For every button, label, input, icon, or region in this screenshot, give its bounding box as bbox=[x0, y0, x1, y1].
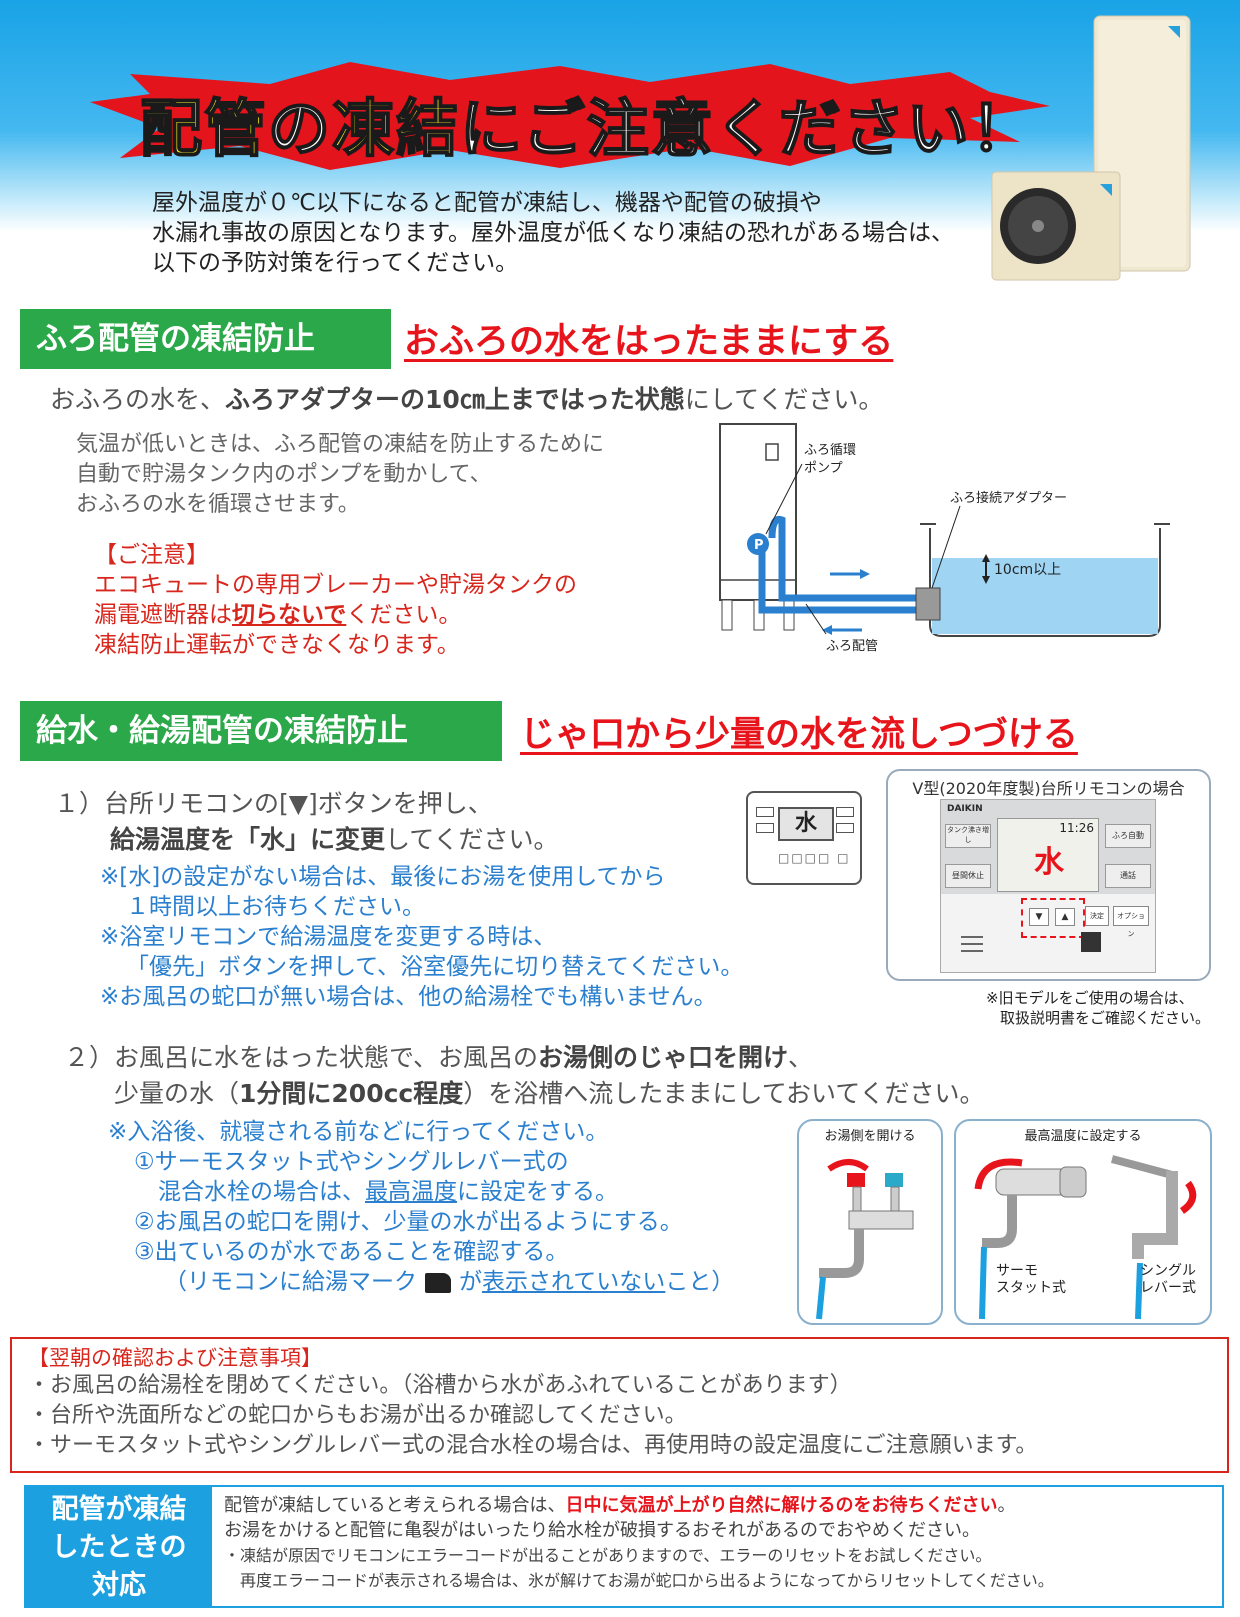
brand-logo-icon bbox=[1168, 26, 1180, 38]
desc-line: 気温が低いときは、ふろ配管の凍結を防止するために bbox=[76, 432, 605, 457]
highlight-frame bbox=[1021, 898, 1085, 938]
remote-button: 昼間休止 bbox=[945, 864, 991, 888]
frozen-line: お湯をかけると配管に亀裂がはいったり給水栓が破損するおそれがあるのでおやめくださ… bbox=[224, 1520, 980, 1541]
remote-panel-title: V型(2020年度製)台所リモコンの場合 bbox=[912, 779, 1185, 798]
menu-icon bbox=[961, 932, 983, 954]
note-line: ③出ているのが水であることを確認する。 bbox=[134, 1239, 569, 1265]
faucet-panel-title: 最高温度に設定する bbox=[1024, 1129, 1142, 1144]
bath-section-tagline: おふろの水をはったままにする bbox=[404, 322, 894, 362]
faucet-panel-open-hot: お湯側を開ける bbox=[797, 1119, 943, 1325]
step1-notes: ※[水]の設定がない場合は、最後にお湯を使用してから １時間以上お待ちください。… bbox=[100, 862, 743, 1012]
morning-check-box: 【翌朝の確認および注意事項】 ・お風呂の給湯栓を閉めてください。（浴槽から水があ… bbox=[10, 1337, 1229, 1473]
note-line: 取扱説明書をご確認ください。 bbox=[1000, 1009, 1211, 1027]
pump-label: ポンプ bbox=[804, 461, 843, 476]
note-line: ※旧モデルをご使用の場合は、 bbox=[986, 989, 1194, 1007]
morning-check-title: 【翌朝の確認および注意事項】 bbox=[28, 1346, 322, 1370]
pump-icon bbox=[747, 533, 769, 555]
morning-check-item: ・台所や洗面所などの蛇口からもお湯が出るか確認してください。 bbox=[28, 1403, 687, 1428]
remote-button: 通話 bbox=[1105, 864, 1151, 888]
note-line: １時間以上お待ちください。 bbox=[126, 894, 425, 920]
note-line: 「優先」ボタンを押して、浴室優先に切り替えてください。 bbox=[126, 954, 744, 980]
step1-text: １）台所リモコンの[▼]ボタンを押し、 給湯温度を「水」に変更してください。 bbox=[54, 786, 559, 858]
bath-caution: 【ご注意】 エコキュートの専用ブレーカーや貯湯タンクの 漏電遮断器は切らないでく… bbox=[94, 540, 577, 660]
remote-button: オプション bbox=[1113, 906, 1149, 938]
old-model-note: ※旧モデルをご使用の場合は、 取扱説明書をご確認ください。 bbox=[986, 988, 1210, 1028]
frozen-line: ・凍結が原因でリモコンにエラーコードが出ることがありますので、エラーのリセットを… bbox=[224, 1546, 992, 1565]
title-burst-shape bbox=[90, 62, 1050, 170]
caution-title: 【ご注意】 bbox=[94, 542, 209, 568]
note-line: ②お風呂の蛇口を開け、少量の水が出るようにする。 bbox=[134, 1209, 683, 1235]
down-arrow-icon: ▼ bbox=[1029, 908, 1049, 926]
intro-text: 屋外温度が０℃以下になると配管が凍結し、機器や配管の破損や 水漏れ事故の原因とな… bbox=[152, 188, 1022, 278]
arrow-left-icon bbox=[822, 625, 832, 635]
intro-line: 以下の予防対策を行ってください。 bbox=[152, 250, 519, 276]
morning-check-item: ・サーモスタット式やシングルレバー式の混合水栓の場合は、再使用時の設定温度にご注… bbox=[28, 1433, 1038, 1458]
pipe-label: ふろ配管 bbox=[826, 639, 878, 654]
note-line: ※入浴後、就寝される前などに行ってください。 bbox=[108, 1119, 609, 1145]
arrow-right-icon bbox=[860, 569, 870, 579]
note-line: ①サーモスタット式やシングルレバー式の bbox=[134, 1149, 569, 1175]
pump-mark: P bbox=[754, 538, 764, 553]
frozen-line: 再度エラーコードが表示される場合は、氷が解けてお湯が蛇口から出るようになってから… bbox=[224, 1571, 1054, 1590]
remote-water-display: 水 bbox=[778, 807, 834, 841]
hot-water-mark-icon bbox=[425, 1272, 451, 1293]
bath-water-shape bbox=[932, 558, 1158, 634]
frozen-response-text: 配管が凍結していると考えられる場合は、日中に気温が上がり自然に解けるのをお待ちく… bbox=[212, 1487, 1066, 1606]
water-section-tagline: じゃ口から少量の水を流しつづける bbox=[520, 715, 1078, 755]
ecocute-product-image bbox=[991, 15, 1191, 281]
note-line: ※浴室リモコンで給湯温度を変更する時は、 bbox=[100, 924, 557, 950]
kitchen-remote-image: DAIKIN 11:26 水 タンク沸き増し ふろ自動 昼間休止 通話 ▼ ▲ … bbox=[940, 799, 1156, 973]
remote-water-value: 水 bbox=[1034, 845, 1064, 880]
frozen-response-box: 配管が凍結 したときの 対応 配管が凍結していると考えられる場合は、日中に気温が… bbox=[24, 1485, 1224, 1608]
desc-line: 自動で貯湯タンク内のポンプを動かして、 bbox=[76, 462, 492, 487]
up-arrow-icon: ▲ bbox=[1055, 908, 1075, 926]
mixer-faucets-image bbox=[974, 1155, 1197, 1320]
desc-line: おふろの水を循環させます。 bbox=[76, 492, 360, 517]
caution-line: 漏電遮断器は切らないでください。 bbox=[94, 602, 462, 628]
thermostat-label: サーモスタット式 bbox=[996, 1263, 1066, 1296]
remote-panel: V型(2020年度製)台所リモコンの場合 DAIKIN 11:26 水 タンク沸… bbox=[886, 769, 1211, 981]
qr-code-icon bbox=[1081, 932, 1101, 952]
caution-line: 凍結防止運転ができなくなります。 bbox=[94, 632, 460, 658]
note-line: ※お風呂の蛇口が無い場合は、他の給湯栓でも構いません。 bbox=[100, 984, 717, 1010]
remote-brand: DAIKIN bbox=[947, 804, 983, 814]
water-section-heading: 給水・給湯配管の凍結防止 bbox=[20, 701, 502, 761]
intro-line: 屋外温度が０℃以下になると配管が凍結し、機器や配管の破損や bbox=[152, 190, 822, 216]
remote-button: ふろ自動 bbox=[1105, 824, 1151, 848]
morning-check-item: ・お風呂の給湯栓を閉めてください。（浴槽から水があふれていることがあります） bbox=[28, 1373, 852, 1398]
bath-piping-diagram: P ふろ循環 ポンプ ふろ接続アダプター 10cm以上 ふろ配管 bbox=[719, 423, 1170, 654]
caution-line: エコキュートの専用ブレーカーや貯湯タンクの bbox=[94, 572, 577, 598]
depth-label: 10cm以上 bbox=[994, 562, 1061, 578]
single-lever-label: シングルレバー式 bbox=[1140, 1263, 1196, 1296]
remote-button: タンク沸き増し bbox=[945, 824, 991, 848]
step2-text: ２）お風呂に水をはった状態で、お風呂のお湯側のじゃ口を開け、 少量の水（1分間に… bbox=[64, 1043, 985, 1108]
step1-line: １）台所リモコンの[▼]ボタンを押し、 bbox=[54, 789, 493, 818]
step2-notes: ※入浴後、就寝される前などに行ってください。 ①サーモスタット式やシングルレバー… bbox=[108, 1119, 735, 1295]
intro-line: 水漏れ事故の原因となります。屋外温度が低くなり凍結の恐れがある場合は、 bbox=[152, 220, 955, 246]
remote-time: 11:26 bbox=[1059, 821, 1094, 835]
faucet-panel-title: お湯側を開ける bbox=[824, 1129, 916, 1144]
faucet-panel-max-temp: 最高温度に設定する サーモスタット式 シングルレバー式 bbox=[954, 1119, 1212, 1325]
page-title: 配管の凍結にご注意ください！ bbox=[139, 91, 1035, 166]
bath-section-heading: ふろ配管の凍結防止 bbox=[20, 309, 391, 369]
adapter-label: ふろ接続アダプター bbox=[950, 490, 1067, 506]
remote-button: 決定 bbox=[1085, 906, 1109, 926]
bath-lead-text: おふろの水を、ふろアダプターの10㎝上まではった状態にしてください。 bbox=[50, 385, 884, 414]
two-handle-faucet-image bbox=[816, 1159, 914, 1320]
note-line: ※[水]の設定がない場合は、最後にお湯を使用してから bbox=[100, 864, 666, 890]
frozen-response-label: 配管が凍結 したときの 対応 bbox=[26, 1487, 212, 1606]
remote-simple-icon: 水 □□□□ □ bbox=[746, 791, 862, 885]
bath-adapter-shape bbox=[915, 587, 941, 621]
bath-description: 気温が低いときは、ふろ配管の凍結を防止するために 自動で貯湯タンク内のポンプを動… bbox=[76, 430, 604, 520]
pump-label: ふろ循環 bbox=[804, 443, 856, 458]
